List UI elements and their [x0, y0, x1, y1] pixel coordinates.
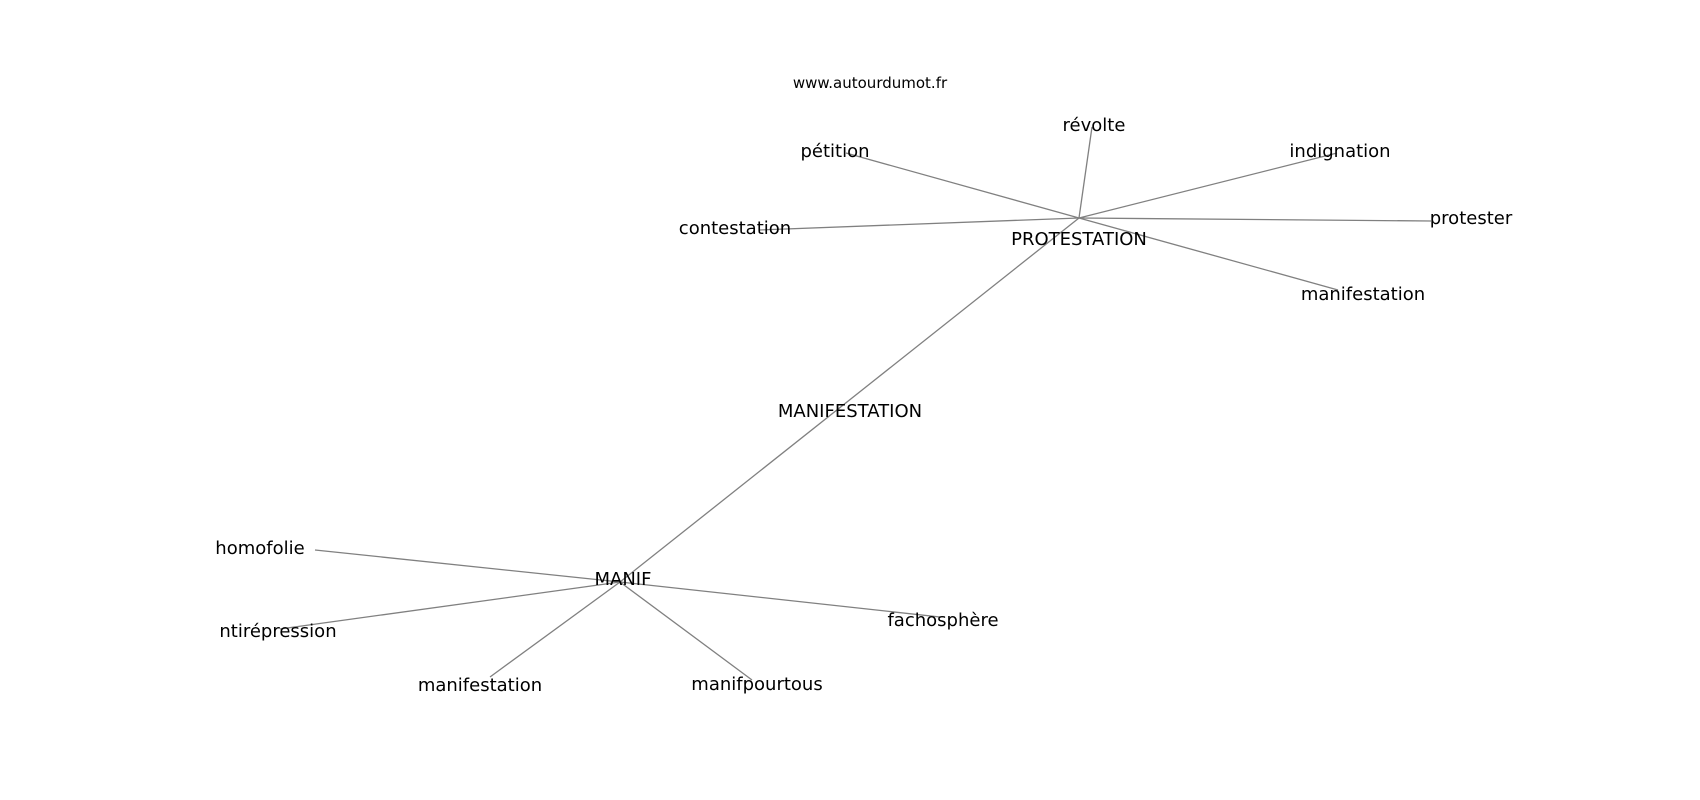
edges [279, 126, 1432, 681]
edge-MANIF-PROTESTATION [619, 217, 1080, 583]
edge-MANIF-homofolie [314, 549, 621, 583]
source-url: www.autourdumot.fr [793, 74, 948, 92]
node-label-protester[interactable]: protester [1430, 208, 1513, 229]
node-label-indignation[interactable]: indignation [1289, 141, 1390, 162]
edge-PROTESTATION-revolte [1078, 126, 1093, 219]
node-label-manifestation2[interactable]: manifestation [418, 675, 542, 696]
node-label-fachosphere[interactable]: fachosphère [887, 610, 998, 631]
edge-PROTESTATION-contestation [758, 217, 1080, 231]
edge-MANIF-antirepression [279, 581, 621, 630]
node-label-antirepression[interactable]: ntirépression [219, 621, 336, 642]
edge-MANIF-manifpourtous [619, 581, 753, 681]
center-word-label: MANIFESTATION [778, 401, 922, 422]
node-label-homofolie[interactable]: homofolie [215, 538, 304, 559]
edge-PROTESTATION-indignation [1078, 152, 1338, 219]
node-label-revolte[interactable]: révolte [1063, 115, 1126, 136]
node-label-petition[interactable]: pétition [800, 141, 869, 162]
node-label-manifpourtous[interactable]: manifpourtous [691, 674, 822, 695]
edge-MANIF-fachosphere [619, 581, 941, 618]
edge-MANIF-manifestation2 [489, 581, 621, 678]
edge-PROTESTATION-petition [845, 152, 1080, 219]
labels: PROTESTATION MANIF pétition révolte indignat… [215, 115, 1513, 696]
node-label-MANIF[interactable]: MANIF [595, 569, 652, 590]
node-label-contestation[interactable]: contestation [679, 218, 791, 239]
node-label-PROTESTATION[interactable]: PROTESTATION [1011, 229, 1147, 250]
edge-PROTESTATION-manifestation1 [1078, 217, 1339, 291]
node-label-manifestation1[interactable]: manifestation [1301, 284, 1425, 305]
edge-PROTESTATION-protester [1078, 217, 1432, 222]
